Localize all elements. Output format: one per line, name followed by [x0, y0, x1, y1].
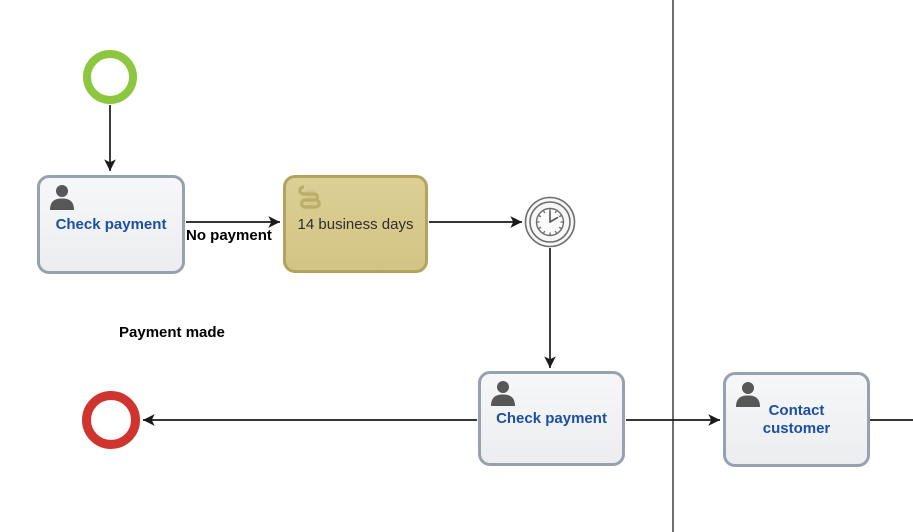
- payment-made-label: Payment made: [119, 324, 225, 341]
- timer-intermediate-event[interactable]: [524, 196, 576, 248]
- start-event[interactable]: [83, 50, 137, 104]
- lane-divider: [672, 0, 674, 532]
- user-icon: [733, 379, 763, 414]
- task-check-payment-2[interactable]: Check payment: [478, 371, 625, 466]
- task-label: Check payment: [496, 409, 607, 427]
- no-payment-label: No payment: [186, 227, 272, 244]
- end-event[interactable]: [82, 391, 140, 449]
- scroll-icon: [293, 182, 325, 219]
- task-label: Check payment: [55, 215, 167, 233]
- task-check-payment-1[interactable]: Check payment: [37, 175, 185, 274]
- duration-label: 14 business days: [297, 215, 414, 233]
- user-icon: [488, 378, 518, 413]
- task-contact-customer[interactable]: Contact customer: [723, 372, 870, 467]
- user-icon: [47, 182, 77, 217]
- duration-box[interactable]: 14 business days: [283, 175, 428, 273]
- task-label: Contact customer: [762, 401, 831, 437]
- clock-icon: [524, 196, 576, 248]
